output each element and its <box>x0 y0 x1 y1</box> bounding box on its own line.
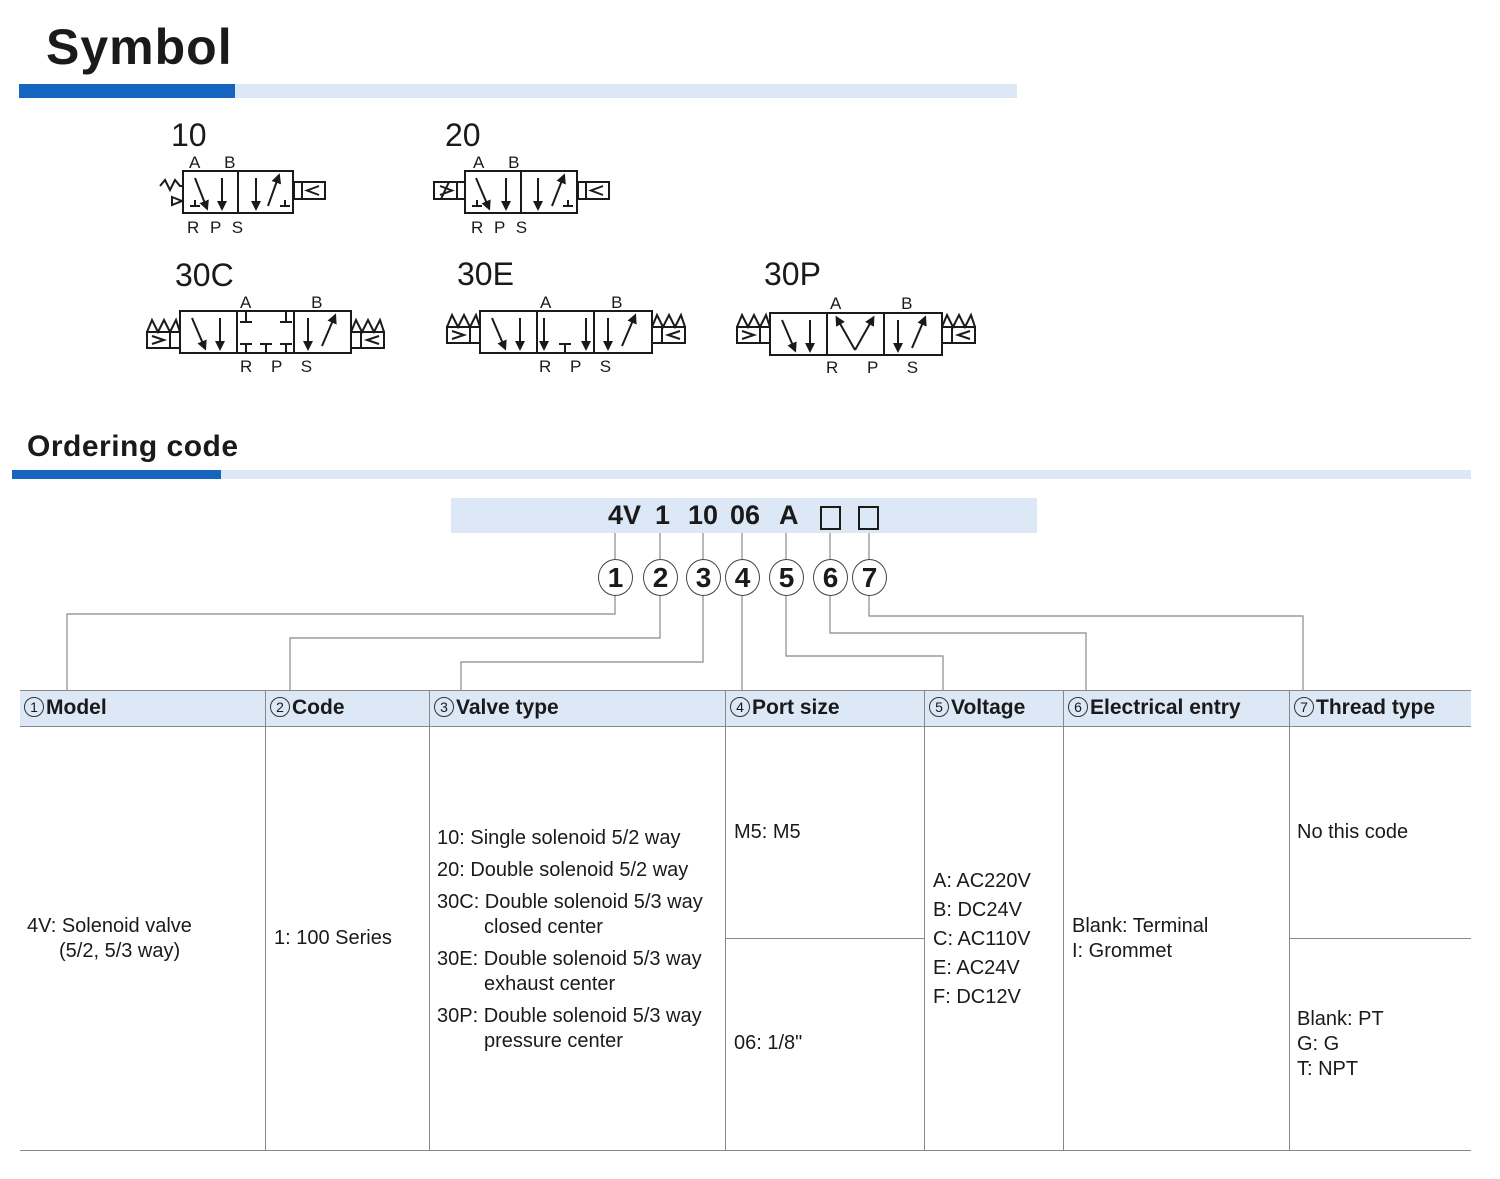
col-divider <box>1289 690 1290 1150</box>
valve-type-cell: 10: Single solenoid 5/2 way 20: Double s… <box>437 827 703 1052</box>
position-circle-5: 5 <box>769 559 804 596</box>
electrical-entry-cell: Blank: Terminal I: Grommet <box>1072 915 1209 962</box>
code-blank-thread <box>858 506 879 530</box>
ordering-accent-bar <box>12 470 221 479</box>
code-token-valve: 10 <box>688 500 719 530</box>
symbol-10-ports-bottom: R P S <box>187 218 246 237</box>
col-divider <box>429 690 430 1150</box>
valve-symbols: 10 A B R P S 20 A B R P S 30C A B R P S … <box>146 117 976 377</box>
symbol-20-ports-top: A B <box>473 153 529 172</box>
symbol-30e-ports-bottom: R P S <box>539 357 618 376</box>
symbol-30p-ports-bottom: R P S <box>826 358 930 377</box>
connector-lines <box>66 533 1304 690</box>
col-divider <box>924 690 925 1150</box>
port-size-row-divider <box>726 938 924 939</box>
symbol-30c-label: 30C <box>175 257 234 293</box>
symbol-30c-ports-top: A B <box>240 293 350 312</box>
code-example-band <box>451 498 1037 533</box>
symbol-30c-ports-bottom: R P S <box>240 357 319 376</box>
symbol-heading: Symbol <box>46 19 233 75</box>
code-token-port: 06 <box>730 500 761 530</box>
voltage-cell: A: AC220V B: DC24V C: AC110V E: AC24V F:… <box>933 870 1031 1008</box>
code-token-voltage: A <box>779 500 799 530</box>
position-circle-2: 2 <box>643 559 678 596</box>
port-size-m5: M5: M5 <box>734 821 801 843</box>
table-header-border <box>20 726 1471 727</box>
code-token-model: 4V <box>608 500 642 530</box>
col-divider <box>1063 690 1064 1150</box>
col-divider <box>725 690 726 1150</box>
heading-accent-bar <box>19 84 235 98</box>
symbol-30p-ports-top: A B <box>830 294 940 313</box>
position-circle-3: 3 <box>686 559 721 596</box>
symbol-30c-diagram <box>146 310 385 354</box>
model-cell: 4V: Solenoid valve (5/2, 5/3 way) <box>27 915 192 962</box>
ordering-heading: Ordering code <box>27 430 239 463</box>
symbol-30e-ports-top: A B <box>540 293 650 312</box>
code-blank-electrical <box>820 506 841 530</box>
position-circle-4: 4 <box>725 559 760 596</box>
ordering-light-bar <box>221 470 1471 479</box>
code-cell: 1: 100 Series <box>274 927 392 949</box>
symbol-30e-diagram <box>446 310 686 354</box>
thread-type-row-divider <box>1290 938 1471 939</box>
symbol-20-label: 20 <box>445 117 481 153</box>
symbol-30e-label: 30E <box>457 256 514 292</box>
symbol-20-diagram <box>433 170 610 214</box>
symbol-10-label: 10 <box>171 117 207 153</box>
table-bottom-border <box>20 1150 1471 1151</box>
heading-light-bar <box>235 84 1017 98</box>
symbol-30p-diagram <box>736 312 976 356</box>
position-circle-1: 1 <box>598 559 633 596</box>
symbol-10-diagram <box>159 170 326 214</box>
code-token-code: 1 <box>655 500 671 530</box>
col-divider <box>265 690 266 1150</box>
thread-type-none: No this code <box>1297 821 1409 843</box>
symbol-20-ports-bottom: R P S <box>471 218 530 237</box>
port-size-06: 06: 1/8" <box>734 1032 803 1054</box>
table-top-border <box>20 690 1471 691</box>
symbol-30p-label: 30P <box>764 256 821 292</box>
position-circle-6: 6 <box>813 559 848 596</box>
symbol-10-ports-top: A B <box>189 153 245 172</box>
position-circle-7: 7 <box>852 559 887 596</box>
thread-type-options: Blank: PT G: G T: NPT <box>1297 1008 1384 1080</box>
